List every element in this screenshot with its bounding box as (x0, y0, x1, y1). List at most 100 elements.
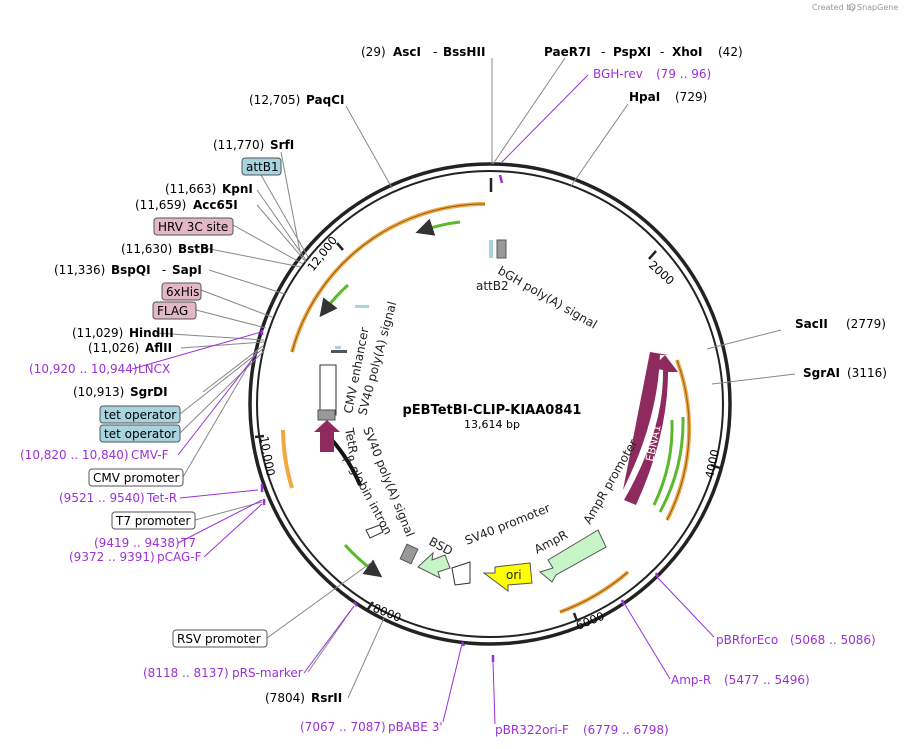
primer-pcagf-pos: (9372 .. 9391) (69, 550, 155, 564)
box-6xhis[interactable]: 6xHis (161, 282, 202, 301)
box-flag[interactable]: FLAG (152, 301, 197, 320)
enzyme-paer7i[interactable]: PaeR7I (544, 45, 591, 59)
svg-text:HRV 3C site: HRV 3C site (158, 220, 228, 234)
enzyme-kpni[interactable]: KpnI (222, 182, 253, 196)
tick-label-2000: 2000 (646, 258, 677, 288)
primer-pbr322orif-pos: (6779 .. 6798) (583, 723, 669, 737)
plasmid-length: 13,614 bp (464, 418, 520, 431)
svg-text:FLAG: FLAG (157, 304, 188, 318)
tick-label-6000: 6000 (574, 609, 606, 633)
box-attb1[interactable]: attB1 (241, 157, 282, 176)
enzyme-hpai[interactable]: HpaI (629, 90, 660, 104)
primer-cmvf-pos: (10,820 .. 10,840) (20, 448, 129, 462)
primer-lncx-pos: (10,920 .. 10,944) (29, 362, 138, 376)
enzyme-aflii[interactable]: AflII (145, 341, 172, 355)
primer-bghrev-name[interactable]: BGH-rev (593, 67, 643, 81)
primer-t7-pos: (9419 .. 9438) (94, 536, 180, 550)
tick-marks (254, 178, 721, 622)
primer-prsmarker-name[interactable]: pRS-marker (232, 666, 303, 680)
primer-pbr322orif-name[interactable]: pBR322ori-F (495, 723, 569, 737)
svg-text:CMV promoter: CMV promoter (93, 471, 180, 485)
enzyme-hpai-pos: (729) (675, 90, 707, 104)
tick-label-4000: 4000 (702, 448, 722, 480)
primer-pbrforeco-pos: (5068 .. 5086) (790, 633, 876, 647)
feature-shapes (314, 239, 678, 592)
feature-label-tetr: TetR (342, 426, 360, 455)
primer-tetr-name[interactable]: Tet-R (146, 491, 177, 505)
primer-bghrev-pos: (79 .. 96) (656, 67, 711, 81)
feature-label-ori: ori (506, 568, 522, 582)
enzyme-sgrai-pos: (3116) (847, 366, 887, 380)
enzyme-paqci[interactable]: PaqCI (306, 93, 344, 107)
svg-text:attB1: attB1 (246, 160, 279, 174)
feature-label-attb2: attB2 (476, 279, 509, 293)
enzyme-acc65i[interactable]: Acc65I (193, 198, 238, 212)
snapgene-logo-icon (848, 3, 856, 11)
enzyme-sgrdi-pos: (10,913) (73, 385, 124, 399)
backbone (248, 162, 732, 646)
enzyme-sgrdi[interactable]: SgrDI (130, 385, 168, 399)
box-hrv-3c-site[interactable]: HRV 3C site (153, 217, 234, 236)
enzyme-pspxi[interactable]: PspXI (613, 45, 651, 59)
box-tet-operator-2[interactable]: tet operator (99, 424, 181, 443)
primer-cmvf-name[interactable]: CMV-F (131, 448, 169, 462)
enzyme-bspqi[interactable]: BspQI (111, 263, 151, 277)
primer-pbabe3-name[interactable]: pBABE 3' (388, 720, 443, 734)
enzyme-asci[interactable]: AscI (393, 45, 421, 59)
enzyme-sep-4: - (162, 263, 166, 277)
enzyme-kpni-pos: (11,663) (165, 182, 216, 196)
primer-ampr-pos: (5477 .. 5496) (724, 673, 810, 687)
primer-lncx-name[interactable]: LNCX (138, 362, 170, 376)
box-tet-operator-1[interactable]: tet operator (99, 405, 181, 424)
feature-label-bgh: bGH poly(A) signal (496, 263, 600, 331)
enzyme-aflii-pos: (11,026) (88, 341, 139, 355)
box-cmv-promoter[interactable]: CMV promoter (88, 468, 184, 487)
credit-text: Created by (812, 3, 856, 12)
primer-pbabe3-pos: (7067 .. 7087) (300, 720, 386, 734)
tick-label-12000: 12,000 (304, 234, 340, 274)
enzyme-srfi-pos: (11,770) (213, 138, 264, 152)
enzyme-sep-3: - (660, 45, 664, 59)
primer-pbrforeco-name[interactable]: pBRforEco (716, 633, 778, 647)
enzyme-sacii-pos: (2779) (846, 317, 886, 331)
credit-brand: SnapGene (857, 3, 898, 12)
enzyme-asci-pos: (29) (361, 45, 386, 59)
enzyme-sacii[interactable]: SacII (795, 317, 828, 331)
enzyme-hindiii-pos: (11,029) (72, 326, 123, 340)
enzyme-rsrii-pos: (7804) (265, 691, 305, 705)
plasmid-name: pEBTetBI-CLIP-KIAA0841 (403, 403, 582, 418)
svg-text:tet operator: tet operator (104, 427, 176, 441)
svg-text:tet operator: tet operator (104, 408, 176, 422)
enzyme-xhoi[interactable]: XhoI (672, 45, 703, 59)
primer-lines (131, 74, 715, 725)
primer-t7-name[interactable]: T7 (180, 536, 196, 550)
enzyme-sep-2: - (601, 45, 605, 59)
enzyme-bstbi[interactable]: BstBI (178, 242, 214, 256)
enzyme-bsshii[interactable]: BssHII (443, 45, 485, 59)
enzyme-bspqi-pos: (11,336) (54, 263, 105, 277)
box-rsv-promoter[interactable]: RSV promoter (172, 629, 268, 648)
primer-ampr-name[interactable]: Amp-R (671, 673, 711, 687)
enzyme-sgrai[interactable]: SgrAI (803, 366, 840, 380)
leader-lines (155, 57, 796, 699)
enzyme-sep-1: - (433, 45, 437, 59)
enzyme-sapi[interactable]: SapI (172, 263, 202, 277)
svg-text:T7 promoter: T7 promoter (115, 514, 191, 528)
box-t7-promoter[interactable]: T7 promoter (111, 511, 196, 530)
enzyme-paqci-pos: (12,705) (249, 93, 300, 107)
primer-prsmarker-pos: (8118 .. 8137) (143, 666, 229, 680)
enzyme-xhoi-pos: (42) (718, 45, 743, 59)
enzyme-srfi[interactable]: SrfI (270, 138, 294, 152)
tick-label-10000: 10,000 (257, 435, 278, 477)
primer-pcagf-name[interactable]: pCAG-F (157, 550, 202, 564)
svg-text:RSV promoter: RSV promoter (177, 632, 261, 646)
primer-marks (260, 174, 660, 662)
enzyme-hindiii[interactable]: HindIII (129, 326, 174, 340)
primer-tetr-pos: (9521 .. 9540) (59, 491, 145, 505)
enzyme-rsrii[interactable]: RsrII (311, 691, 342, 705)
feature-label-ampr-promoter: AmpR promoter (580, 437, 640, 527)
enzyme-bstbi-pos: (11,630) (121, 242, 172, 256)
svg-text:6xHis: 6xHis (166, 285, 199, 299)
enzyme-acc65i-pos: (11,659) (135, 198, 186, 212)
